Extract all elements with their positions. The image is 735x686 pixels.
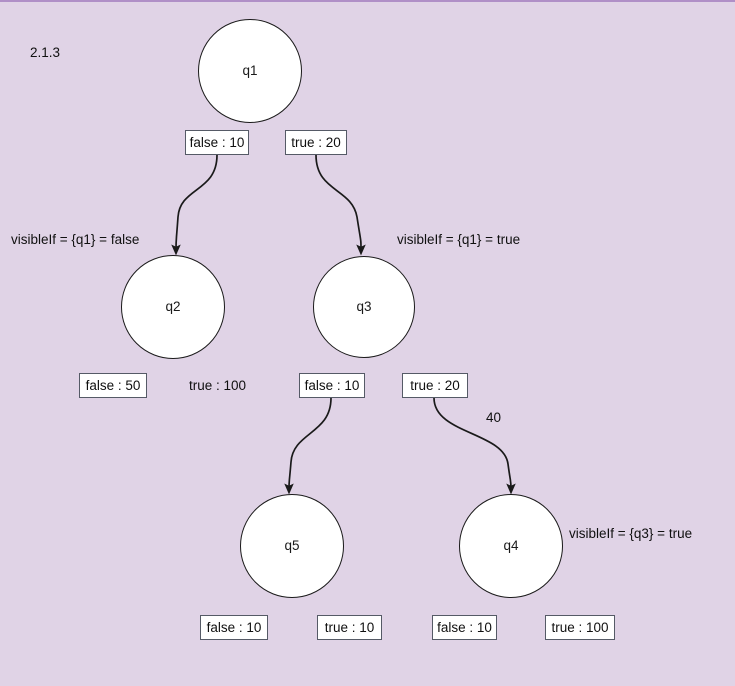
q1-false-label[interactable]: false : 10 bbox=[185, 130, 249, 155]
edge-q1-false-to-q2 bbox=[171, 154, 218, 256]
diagram-index-label: 2.1.3 bbox=[30, 45, 61, 60]
node-q1-label: q1 bbox=[242, 63, 258, 79]
q4-true-label[interactable]: true : 100 bbox=[545, 615, 615, 640]
q5-true-label[interactable]: true : 10 bbox=[317, 615, 382, 640]
node-q2[interactable]: q2 bbox=[121, 255, 225, 359]
edge-q1-true-to-q3 bbox=[315, 154, 366, 256]
node-q1[interactable]: q1 bbox=[198, 19, 302, 123]
q5-false-label[interactable]: false : 10 bbox=[200, 615, 268, 640]
q2-false-label[interactable]: false : 50 bbox=[79, 373, 147, 398]
node-q4-label: q4 bbox=[503, 538, 519, 554]
node-q3[interactable]: q3 bbox=[313, 256, 415, 358]
edge-q3-false-to-q5 bbox=[284, 397, 332, 495]
node-q4[interactable]: q4 bbox=[459, 494, 563, 598]
q4-false-label[interactable]: false : 10 bbox=[432, 615, 497, 640]
visibleif-q1-true: visibleIf = {q1} = true bbox=[397, 232, 521, 247]
q3-false-label[interactable]: false : 10 bbox=[299, 373, 365, 398]
visibleif-q1-false: visibleIf = {q1} = false bbox=[11, 232, 140, 247]
node-q2-label: q2 bbox=[165, 299, 181, 315]
edge-weight-40: 40 bbox=[486, 410, 502, 425]
node-q3-label: q3 bbox=[356, 299, 372, 315]
q2-true-label: true : 100 bbox=[189, 378, 247, 393]
node-q5-label: q5 bbox=[284, 538, 300, 554]
visibleif-q3-true: visibleIf = {q3} = true bbox=[569, 526, 693, 541]
q3-true-label[interactable]: true : 20 bbox=[402, 373, 468, 398]
node-q5[interactable]: q5 bbox=[240, 494, 344, 598]
q1-true-label[interactable]: true : 20 bbox=[285, 130, 347, 155]
